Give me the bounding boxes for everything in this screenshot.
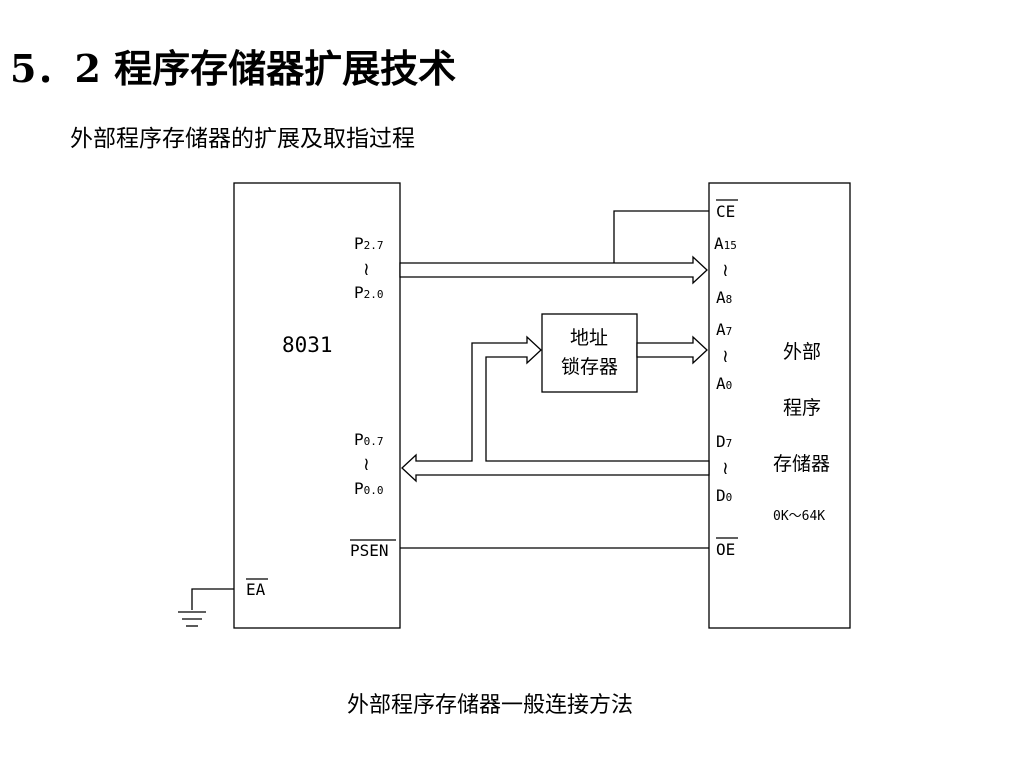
memory-range: 0K～64K <box>773 509 825 524</box>
latch-label-line1: 地址 <box>570 327 608 349</box>
pin-d7: D7 <box>716 432 732 451</box>
address-latch-block: 地址 锁存器 <box>541 313 638 393</box>
pin-p20: P2.0 <box>354 283 384 302</box>
ce-select-wire <box>613 210 709 263</box>
latch-label-line2: 锁存器 <box>561 356 618 378</box>
pin-ea: EA <box>246 580 266 599</box>
pin-p00: P0.0 <box>354 479 384 498</box>
memory-block: CE A15 ≀ A8 A7 ≀ A0 D7 ≀ D0 OE 外部 程序 存储器… <box>708 182 851 629</box>
pin-ce: CE <box>716 202 735 221</box>
pin-a-high-tilde: ≀ <box>722 260 729 281</box>
ea-ground-wire <box>191 588 234 610</box>
pin-d-tilde: ≀ <box>722 458 729 479</box>
slide-subtitle: 外部程序存储器的扩展及取指过程 <box>70 126 415 152</box>
slide-title: 5．2 程序存储器扩展技术 <box>10 46 456 91</box>
pin-a8: A8 <box>716 288 732 307</box>
cpu-block: 8031 P2.7 ≀ P2.0 P0.7 ≀ P0.0 PSEN EA <box>233 182 401 629</box>
ground-symbol <box>178 588 234 627</box>
pin-psen: PSEN <box>350 541 389 560</box>
memory-label-line3: 存储器 <box>773 453 830 475</box>
pin-a15: A15 <box>714 234 737 253</box>
cpu-name: 8031 <box>282 333 333 357</box>
pin-oe: OE <box>716 540 735 559</box>
pin-a7: A7 <box>716 320 732 339</box>
latch-rect <box>541 313 638 393</box>
cpu-rect <box>233 182 401 629</box>
pin-p27: P2.7 <box>354 234 384 253</box>
pin-p0-range-tilde: ≀ <box>363 454 370 475</box>
memory-rect <box>708 182 851 629</box>
pin-p07: P0.7 <box>354 430 384 449</box>
data-bus-arrow <box>401 335 710 483</box>
diagram-caption: 外部程序存储器一般连接方法 <box>347 693 633 718</box>
pin-d0: D0 <box>716 486 732 505</box>
pin-a0: A0 <box>716 374 732 393</box>
high-address-bus-arrow <box>399 255 708 285</box>
pin-p2-range-tilde: ≀ <box>363 259 370 280</box>
pin-a-low-tilde: ≀ <box>722 346 729 367</box>
low-address-bus-arrow <box>636 335 708 365</box>
memory-label-line1: 外部 <box>783 341 821 363</box>
memory-label-line2: 程序 <box>783 397 821 419</box>
